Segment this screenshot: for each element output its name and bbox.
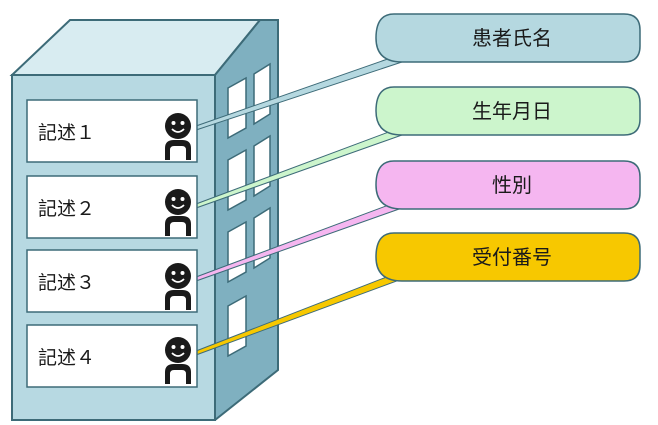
record-panels: 記述１ 記述２	[26, 99, 198, 388]
connector-lines	[195, 53, 403, 356]
callouts: 患者氏名 生年月日 性別 受付番号	[375, 13, 641, 282]
person-icon	[165, 189, 191, 236]
callout-bubble	[375, 232, 641, 282]
record-label: 記述１	[38, 122, 95, 144]
window-icon	[227, 220, 247, 284]
record-panel-2: 記述２	[26, 175, 198, 239]
callout-text: 性別	[492, 173, 532, 197]
record-label: 記述３	[38, 272, 95, 294]
record-label: 記述４	[38, 347, 95, 369]
record-label: 記述２	[38, 198, 95, 220]
person-icon	[165, 113, 191, 160]
callout-text: 受付番号	[472, 245, 552, 269]
callout-bubble	[375, 13, 641, 63]
window-icon	[227, 148, 247, 212]
window-icon	[227, 294, 247, 358]
record-panel-3: 記述３	[26, 249, 198, 313]
callout-1: 患者氏名	[375, 13, 641, 63]
person-icon	[165, 337, 191, 384]
callout-2: 生年月日	[375, 86, 641, 136]
person-icon	[165, 263, 191, 310]
callout-3: 性別	[375, 160, 641, 210]
window-icon	[227, 76, 247, 140]
record-panel-4: 記述４	[26, 324, 198, 388]
callout-4: 受付番号	[375, 232, 641, 282]
record-panel-1: 記述１	[26, 99, 198, 163]
callout-text: 患者氏名	[472, 26, 552, 50]
callout-bubble	[375, 86, 641, 136]
callout-text: 生年月日	[472, 99, 552, 123]
window-icon	[253, 62, 271, 126]
callout-bubble	[375, 160, 641, 210]
